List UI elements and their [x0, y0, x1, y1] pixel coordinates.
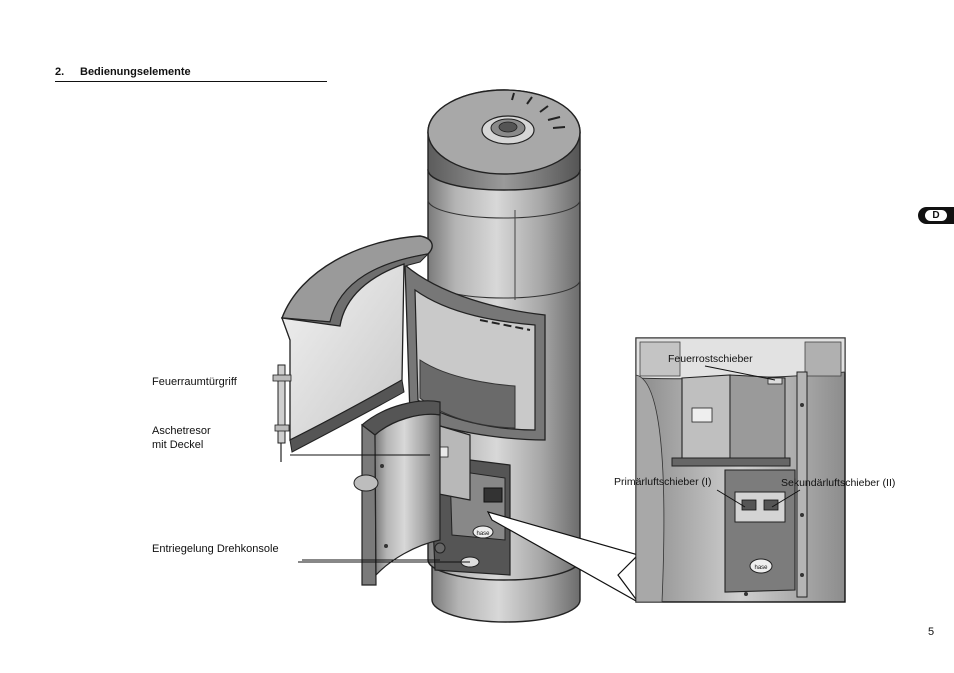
open-door — [272, 235, 433, 462]
inset-logo: hase — [754, 565, 768, 571]
stove-logo: hase — [476, 531, 490, 537]
label-ash-safe-line2: mit Deckel — [152, 439, 204, 451]
label-release: Entriegelung Drehkonsole — [152, 543, 279, 555]
leader-lines — [290, 454, 470, 563]
label-grate-slider: Feuerrostschieber — [668, 353, 753, 365]
label-ash-safe-line1: Aschetresor — [152, 425, 211, 437]
lower-shell — [353, 400, 441, 586]
section-title: Bedienungselemente — [80, 66, 191, 78]
detail-inset — [635, 337, 846, 603]
label-door-handle: Feuerraumtürgriff — [152, 376, 237, 388]
language-tab: D — [918, 207, 954, 224]
language-tab-label: D — [925, 210, 947, 221]
page-number: 5 — [928, 626, 935, 638]
stove-body — [404, 89, 581, 623]
section-number: 2. — [55, 66, 65, 78]
zoom-connector — [486, 511, 640, 603]
section-heading: 2. Bedienungselemente — [55, 66, 327, 82]
label-secondary-air: Sekundärluftschieber (II) — [781, 477, 896, 489]
label-primary-air: Primärluftschieber (I) — [614, 476, 712, 488]
